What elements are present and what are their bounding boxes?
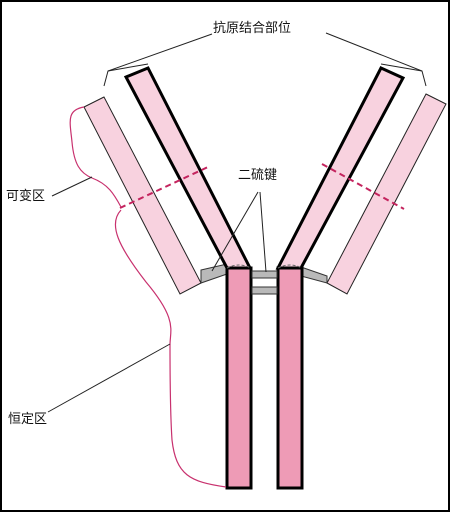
disulfide-bond-hinge-2 (251, 286, 278, 295)
disulfide-bond-hinge-1 (251, 270, 278, 279)
antigen-bracket-left (103, 33, 213, 87)
variable-boundary-right (321, 163, 405, 210)
variable-region-pointer (51, 176, 93, 197)
constant-region-pointer (47, 343, 171, 413)
variable-region-label: 可变区 (6, 189, 46, 204)
antigen-bracket-right-inner (380, 63, 423, 72)
variable-region-bracket (69, 106, 122, 208)
disulfide-bond-light-right (300, 266, 328, 284)
disulfide-pointer-right (259, 191, 267, 273)
variable-boundary-left (119, 166, 209, 209)
disulfide-pointer-left (211, 191, 259, 272)
hinge-curve-right (277, 264, 303, 269)
antigen-binding-site-label: 抗原结合部位 (213, 21, 292, 36)
heavy-chain-arm-right (275, 66, 406, 270)
light-chain-left (83, 96, 202, 295)
hinge-curve-left (226, 264, 252, 269)
constant-region-label: 恒定区 (8, 412, 48, 427)
disulfide-bond-label: 二硫键 (238, 168, 278, 183)
light-chain-right (326, 93, 447, 295)
heavy-chain-stem-right (276, 266, 304, 490)
heavy-chain-stem-left (225, 266, 253, 490)
constant-region-bracket (114, 209, 227, 488)
antigen-bracket-left-inner (107, 63, 149, 72)
